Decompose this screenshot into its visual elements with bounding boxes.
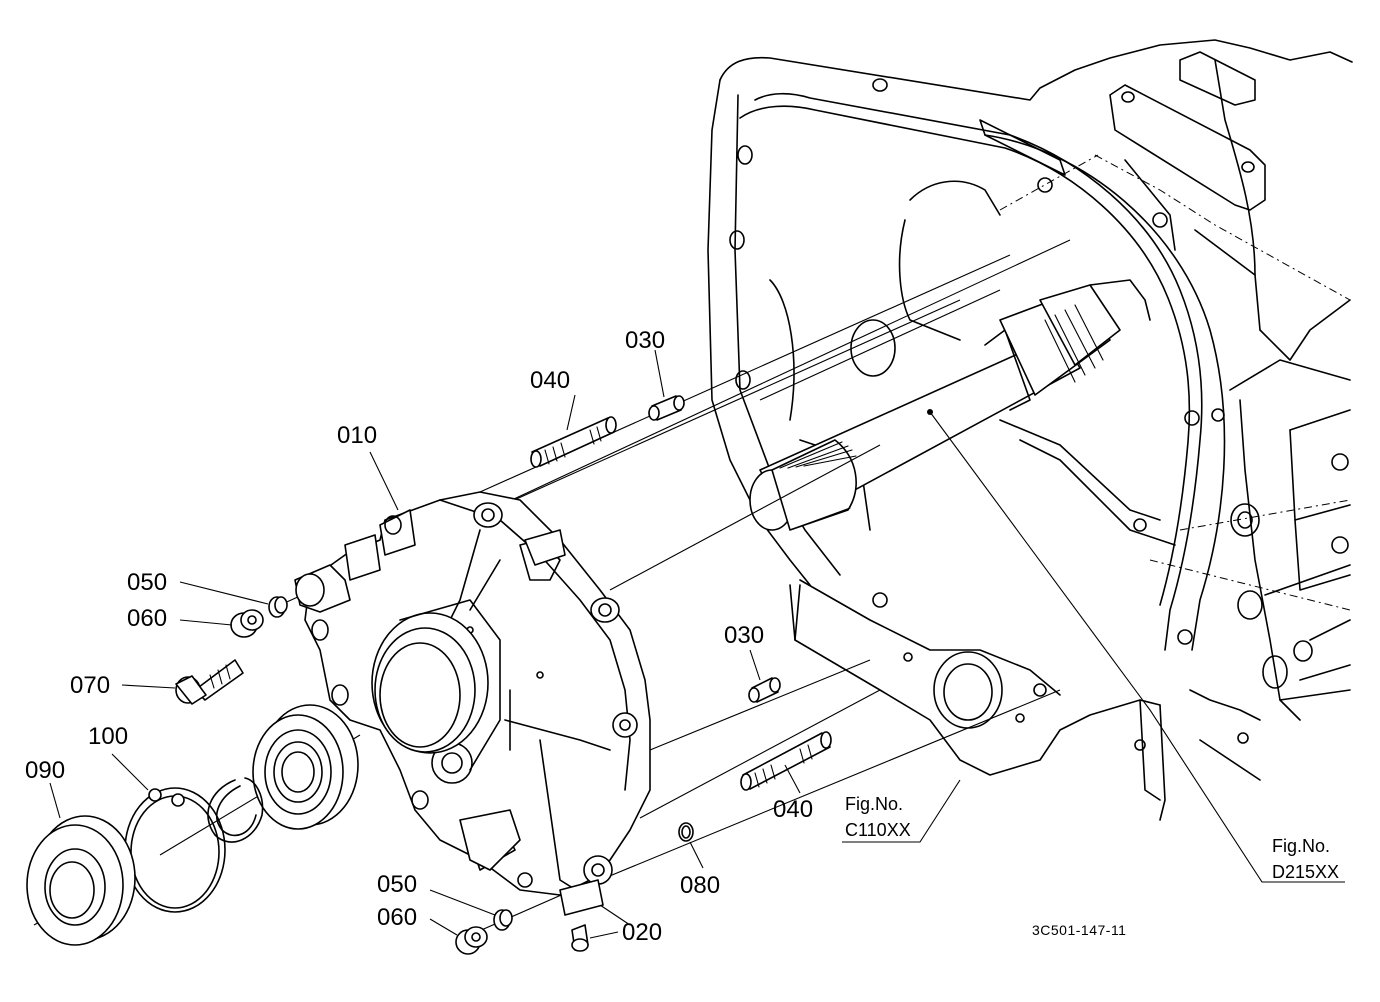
ref-c110-title: Fig.No. — [845, 794, 903, 814]
label-060-top: 060 — [127, 605, 167, 632]
pin-030-mid — [748, 677, 781, 703]
label-010: 010 — [337, 422, 377, 449]
input-shaft — [749, 279, 1151, 531]
ball-bearing — [252, 704, 359, 830]
label-030-mid: 030 — [724, 622, 764, 649]
oring-080 — [678, 822, 694, 842]
label-070: 070 — [70, 672, 110, 699]
ref-c110-code: C110XX — [845, 820, 911, 840]
oil-seal-090 — [26, 815, 136, 946]
washer-050-bottom — [493, 909, 513, 931]
label-050-bottom: 050 — [377, 871, 417, 898]
ref-d215-title: Fig.No. — [1272, 836, 1330, 856]
nut-060-top — [230, 609, 264, 638]
ref-d215-code: D215XX — [1272, 862, 1339, 882]
shaft-splines — [749, 439, 857, 531]
drawing-code: 3C501-147-11 — [1032, 922, 1126, 938]
label-100: 100 — [88, 723, 128, 750]
label-050-top: 050 — [127, 569, 167, 596]
cover-bore — [371, 599, 501, 771]
label-040-top: 040 — [530, 367, 570, 394]
label-030-top: 030 — [625, 327, 665, 354]
transmission-case — [707, 39, 1353, 821]
pto-cover — [294, 491, 651, 916]
nut-060-bottom — [455, 926, 488, 955]
bolt-070 — [175, 659, 244, 705]
label-080: 080 — [680, 872, 720, 899]
label-020: 020 — [622, 919, 662, 946]
leader-lines — [49, 349, 1345, 939]
label-060-bottom: 060 — [377, 904, 417, 931]
stud-040-top — [530, 416, 617, 468]
pin-030-top — [648, 395, 685, 421]
stud-040-bottom — [740, 731, 832, 791]
label-090: 090 — [25, 757, 65, 784]
internal-circlip-100 — [124, 787, 226, 913]
plug-020 — [571, 924, 589, 952]
part-labels: 010 040 030 050 060 070 100 090 050 060 … — [25, 327, 1339, 946]
label-040-bottom: 040 — [773, 796, 813, 823]
washer-050-top — [268, 596, 288, 618]
